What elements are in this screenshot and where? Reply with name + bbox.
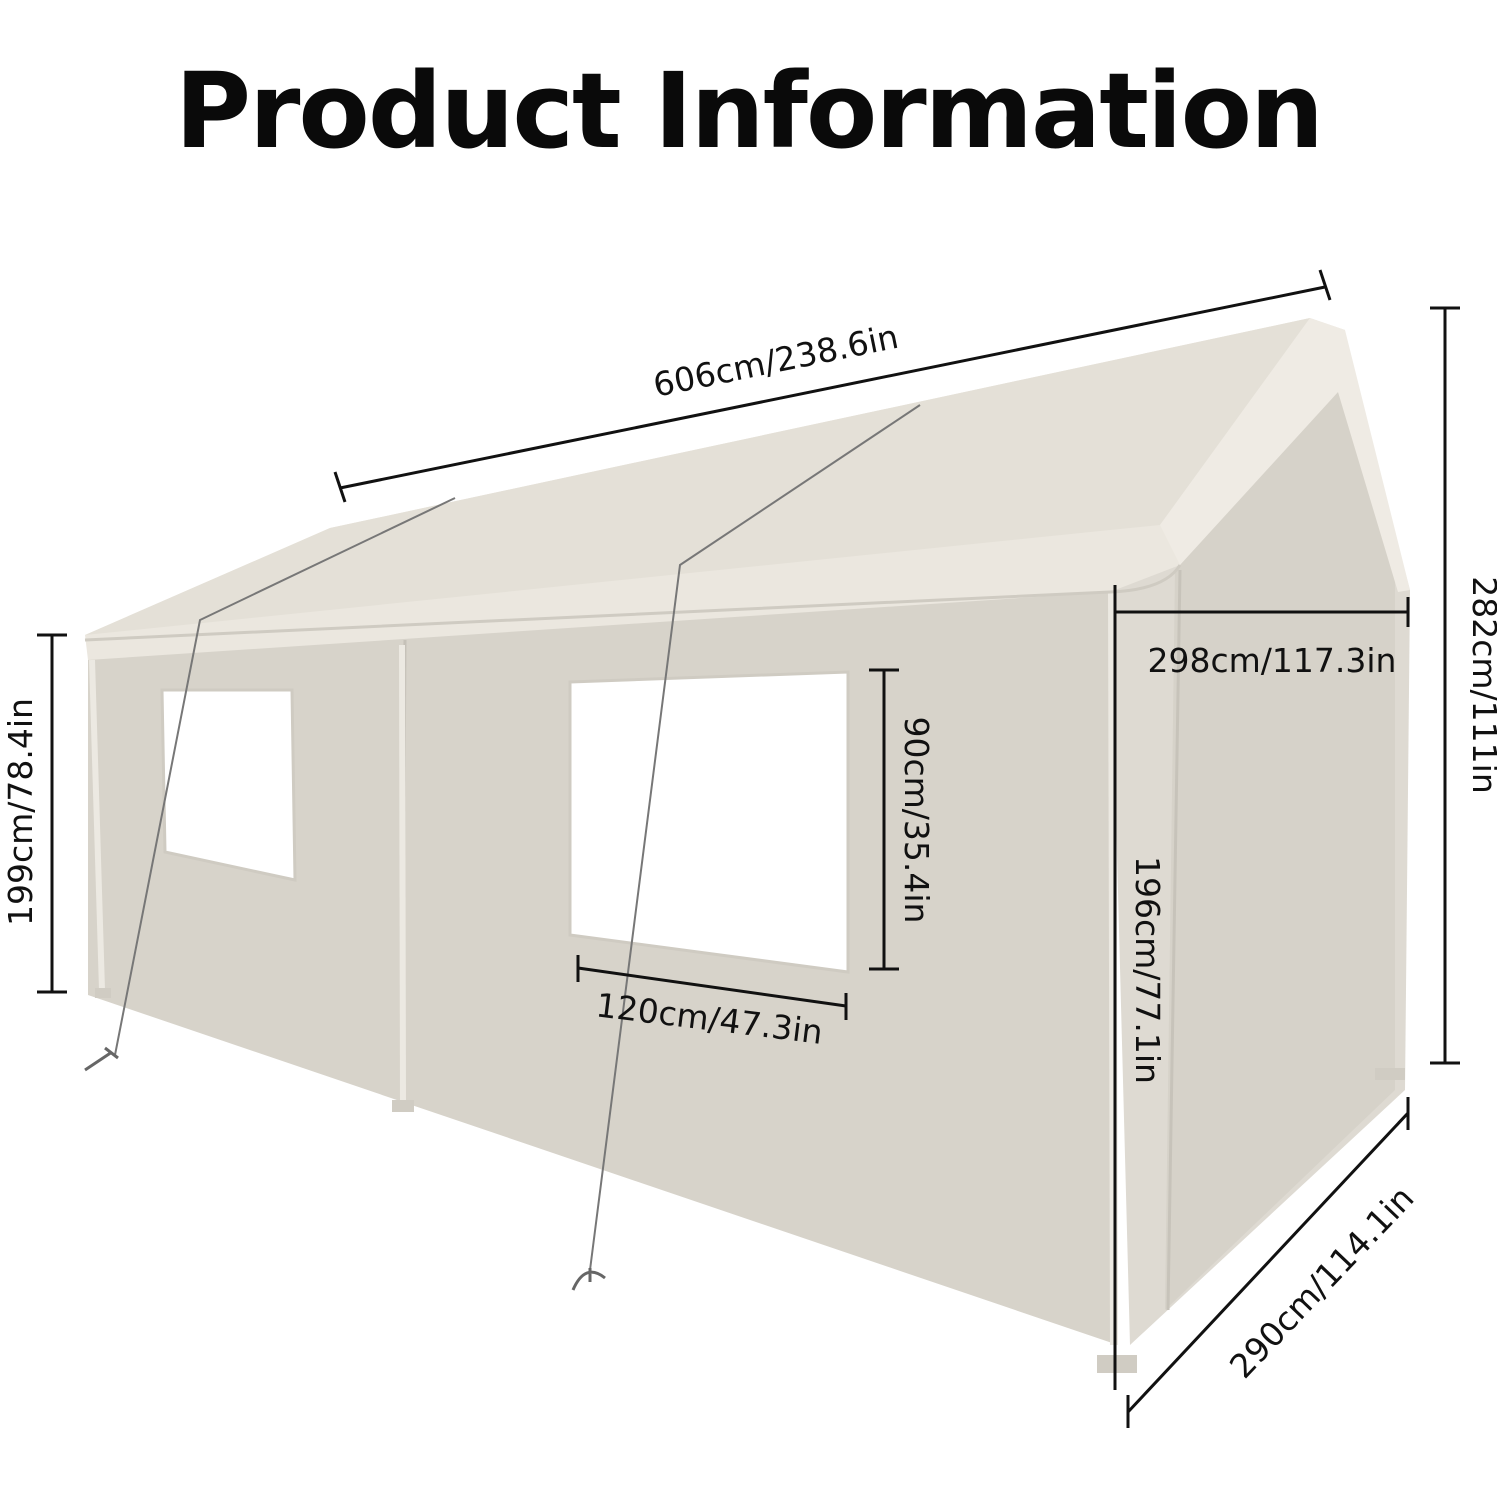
length-dimension-tick [333, 471, 347, 503]
window-right [568, 670, 850, 974]
canopy-front-eave [1160, 318, 1410, 592]
guy-rope-right [589, 404, 921, 1271]
tent-body [84, 318, 1410, 1373]
canopy-edge [84, 564, 1182, 642]
front-width-label: 298cm/117.3in [1148, 641, 1397, 680]
front-door-seam [1166, 569, 1182, 1311]
stake-left [84, 1046, 119, 1072]
base-width-dimension-line [1126, 1111, 1410, 1414]
length-dimension-tick [1318, 269, 1332, 301]
foot-plate-middle [392, 1100, 414, 1112]
front-door-panel [1165, 392, 1395, 1310]
corner-pole-middle [399, 644, 406, 1106]
foot-plate-front [1097, 1355, 1137, 1373]
stake-right [571, 1268, 606, 1291]
foot-plate-right [1375, 1068, 1405, 1080]
length-dimension-line [339, 285, 1326, 490]
window-width-dimension-line [577, 966, 847, 1008]
foot-plate-rear [95, 988, 111, 998]
window-height-label: 90cm/35.4in [897, 717, 936, 924]
length-label: 606cm/238.6in [650, 317, 902, 405]
page-title: Product Information [174, 50, 1324, 172]
side-wall [88, 588, 1118, 1345]
canopy-top-plane [85, 318, 1310, 635]
corner-pole-rear [89, 659, 105, 991]
window-left [160, 688, 297, 882]
total-height-label: 282cm/111in [1465, 576, 1497, 793]
dimension-lines [37, 269, 1460, 1428]
side-height-label: 199cm/78.4in [1, 698, 40, 926]
guy-rope-left [114, 497, 456, 1056]
door-height-label: 196cm/77.1in [1128, 856, 1167, 1084]
